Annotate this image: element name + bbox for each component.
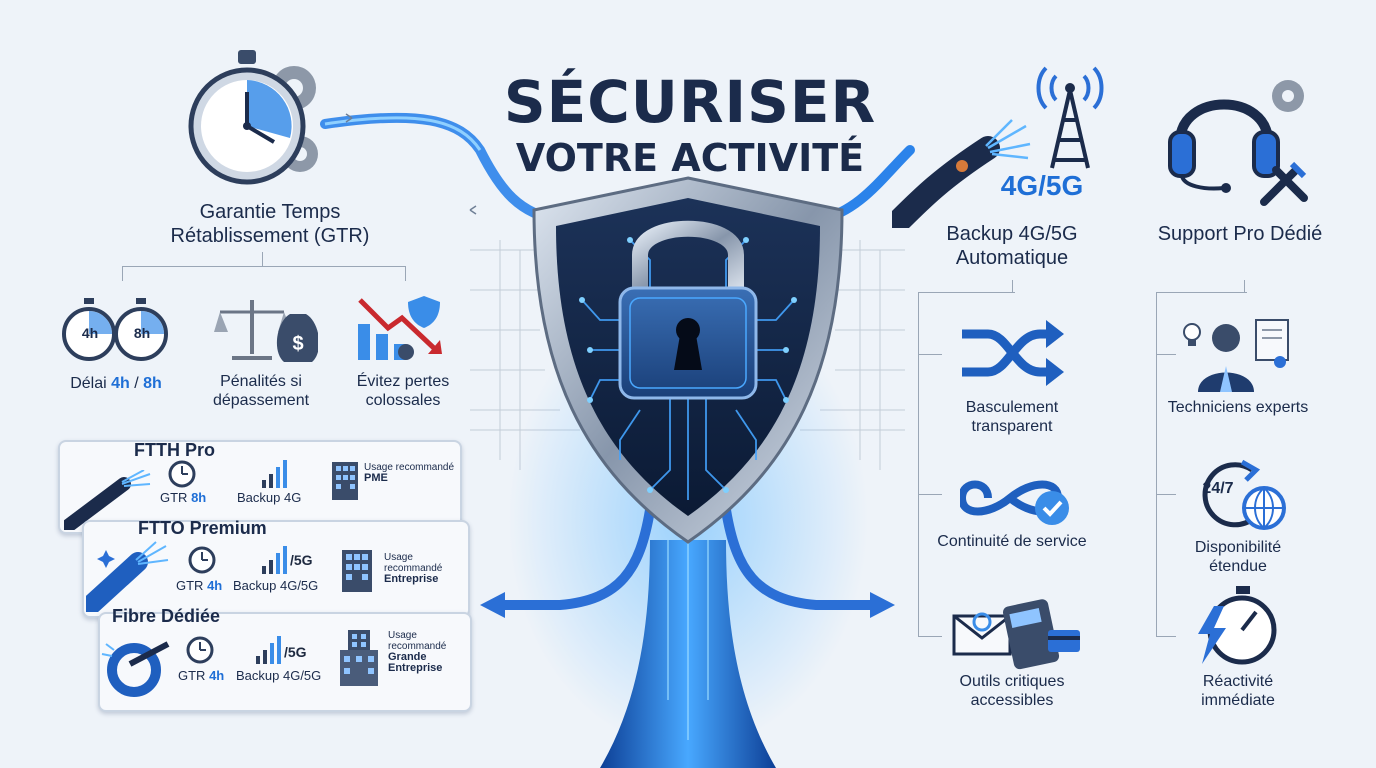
delay-4h: 4h bbox=[111, 375, 130, 392]
title-line-1: SÉCURISER bbox=[503, 68, 877, 136]
fiber-cable-icon bbox=[64, 470, 151, 530]
support-item-availability: Disponibilité étendue bbox=[1194, 539, 1282, 575]
scale-money-icon: $ bbox=[214, 300, 318, 362]
stopwatch-pair-icon bbox=[62, 298, 168, 361]
offer-title: Fibre Dédiée bbox=[112, 606, 221, 626]
gtr-item-delay: Délai 4h / 8h bbox=[56, 374, 176, 393]
offer-gtr: GTR 4h bbox=[176, 578, 222, 593]
offer-title: FTTO Premium bbox=[138, 518, 267, 538]
gtr-value: 8h bbox=[191, 490, 207, 505]
office-building-icon bbox=[332, 462, 358, 500]
signal-bars-icon bbox=[262, 460, 287, 488]
backup-connector bbox=[918, 636, 942, 637]
usage-value: Grande Entreprise bbox=[388, 651, 443, 674]
support-item-reactivity: Réactivité immédiate bbox=[1201, 673, 1275, 709]
offer-title: FTTH Pro bbox=[134, 440, 215, 460]
signal-bars-icon bbox=[262, 546, 287, 574]
gtr-bracket-stem bbox=[262, 252, 263, 266]
support-connector bbox=[1156, 636, 1176, 637]
signal-bars-icon bbox=[256, 636, 281, 664]
svg-text:$: $ bbox=[292, 333, 303, 355]
signal-5g-label: /5G bbox=[284, 644, 307, 660]
fiber-cable-icon bbox=[86, 541, 169, 612]
backup-heading: Backup 4G/5G Automatique bbox=[946, 223, 1078, 269]
backup-bracket-stem bbox=[1012, 280, 1013, 292]
offer-gtr: GTR 8h bbox=[160, 490, 206, 505]
gtr-heading: Garantie Temps Rétablissement (GTR) bbox=[170, 201, 370, 247]
support-connector bbox=[1156, 354, 1176, 355]
backup-bracket bbox=[918, 292, 1015, 637]
stopwatch-lightning-icon bbox=[1198, 586, 1277, 665]
offer-backup: Backup 4G bbox=[237, 490, 302, 505]
delay-sep: / bbox=[129, 375, 144, 392]
title-line-2: VOTRE ACTIVITÉ bbox=[515, 136, 865, 180]
clock-icon bbox=[168, 460, 196, 488]
technician-icon bbox=[1183, 319, 1289, 392]
offer-gtr: GTR 4h bbox=[178, 668, 224, 683]
support-connector bbox=[1156, 494, 1176, 495]
badge-4g5g: 4G/5G bbox=[1000, 170, 1084, 201]
usage-value: PME bbox=[364, 472, 388, 484]
support-heading: Support Pro Dédié bbox=[1157, 223, 1323, 245]
gtr-item-penalties: Pénalités si dépassement bbox=[212, 373, 310, 409]
infinity-check-icon bbox=[960, 480, 1069, 525]
office-building-icon bbox=[342, 550, 372, 592]
skyscraper-icon bbox=[340, 630, 378, 686]
badge-24-7: 24/7 bbox=[1202, 480, 1234, 497]
gtr-value: 4h bbox=[207, 578, 223, 593]
delay-prefix: Délai bbox=[70, 375, 112, 392]
clock-icon bbox=[186, 636, 214, 664]
email-payment-terminal-icon bbox=[952, 599, 1080, 670]
gtr-bracket bbox=[122, 266, 406, 281]
backup-connector bbox=[918, 494, 942, 495]
offer-backup: Backup 4G/5G bbox=[236, 668, 322, 683]
clock-icon bbox=[188, 546, 216, 574]
support-bracket-stem bbox=[1244, 280, 1245, 292]
support-item-technicians: Techniciens experts bbox=[1167, 399, 1309, 416]
gtr-item-losses: Évitez pertes colossales bbox=[356, 373, 450, 409]
gtr-value: 4h bbox=[209, 668, 225, 683]
gtr-prefix: GTR bbox=[160, 490, 192, 505]
switch-arrows-icon bbox=[962, 320, 1064, 386]
usage-value: Entreprise bbox=[384, 573, 439, 585]
badge-4h: 4h bbox=[81, 325, 99, 341]
fiber-coil-icon bbox=[101, 641, 170, 697]
antenna-tower-icon bbox=[1036, 66, 1104, 169]
delay-8h: 8h bbox=[143, 375, 162, 392]
signal-5g-label: /5G bbox=[290, 552, 313, 568]
badge-8h: 8h bbox=[133, 325, 151, 341]
offer-card-fibre-dediee[interactable] bbox=[98, 612, 472, 712]
fiber-cable-icon bbox=[892, 119, 1031, 228]
stopwatch-icon bbox=[188, 50, 318, 185]
support-bracket bbox=[1156, 292, 1247, 637]
usage-label: Usage recommandé bbox=[384, 552, 443, 574]
shield-lock-icon bbox=[532, 176, 844, 544]
offer-backup: Backup 4G/5G bbox=[233, 578, 319, 593]
backup-item-switchover: Basculement transparent bbox=[965, 399, 1059, 435]
gtr-prefix: GTR bbox=[176, 578, 208, 593]
backup-connector bbox=[918, 354, 942, 355]
backup-item-tools: Outils critiques accessibles bbox=[959, 673, 1065, 709]
headset-gear-icon bbox=[1168, 80, 1308, 206]
usage-label: Usage recommandé bbox=[388, 630, 447, 652]
backup-item-continuity: Continuité de service bbox=[937, 533, 1087, 550]
gtr-prefix: GTR bbox=[178, 668, 210, 683]
usage-label: Usage recommandé bbox=[364, 462, 455, 473]
clock-globe-icon bbox=[1202, 459, 1286, 530]
declining-chart-icon bbox=[358, 296, 442, 360]
